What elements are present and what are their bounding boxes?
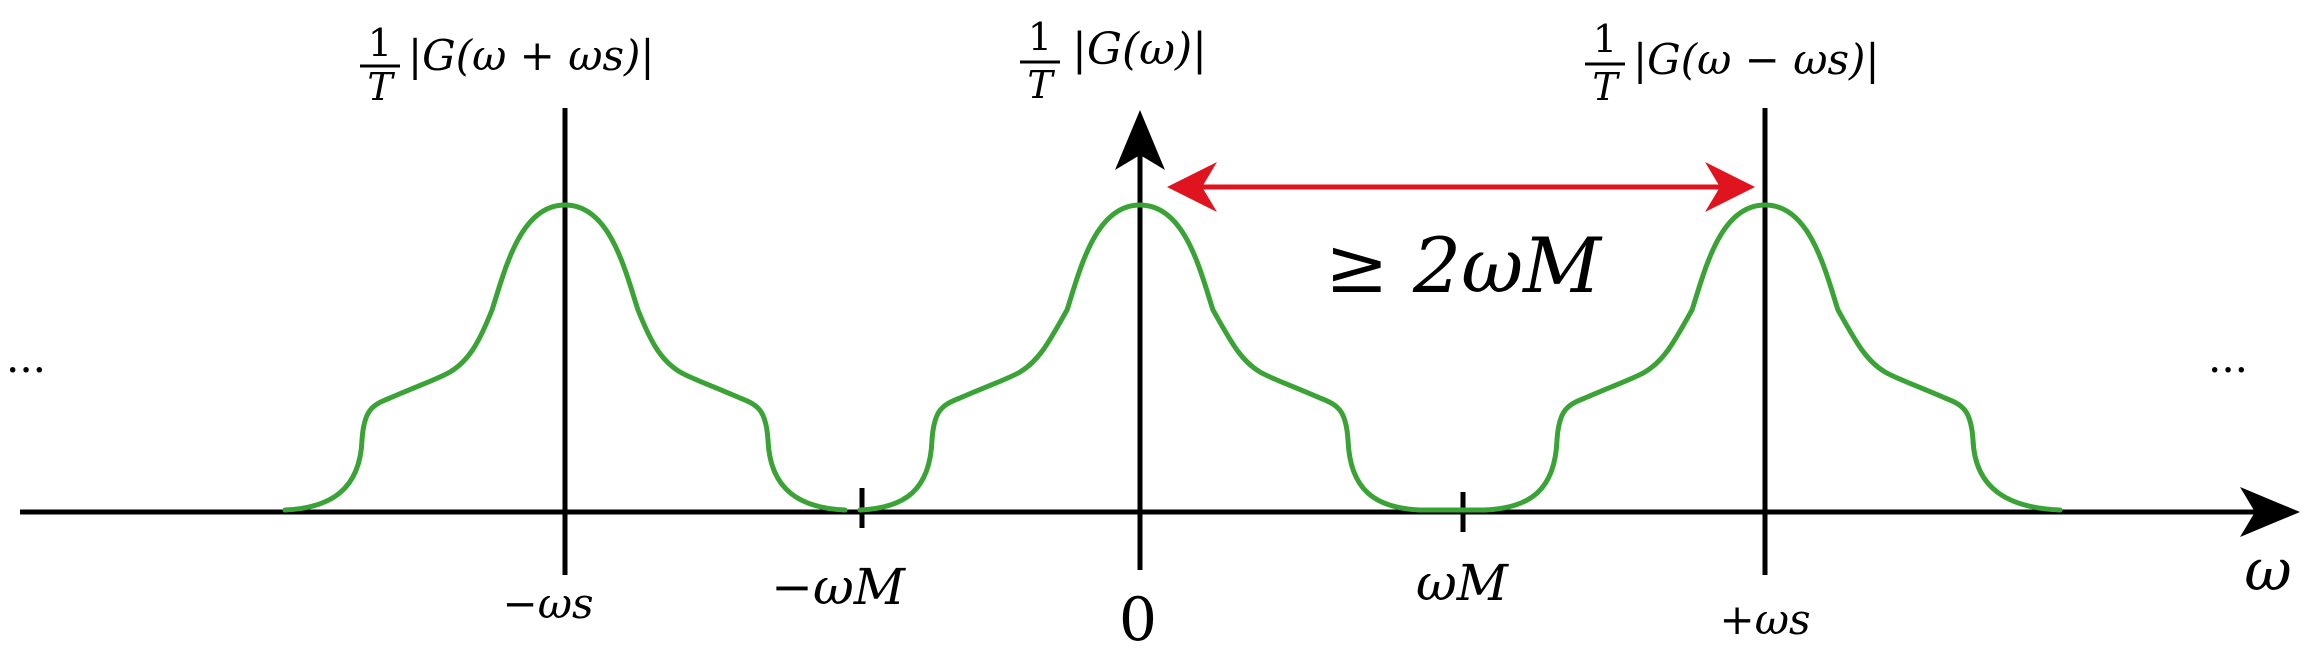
svg-text:1: 1	[368, 21, 392, 65]
svg-text:T: T	[1027, 63, 1055, 107]
axis-label-omega: ω	[2244, 536, 2291, 604]
tick-label-minus-ws: −ωs	[503, 579, 594, 628]
tick-label-zero: 0	[1119, 585, 1157, 655]
svg-text:1: 1	[1593, 17, 1617, 61]
spacing-label: ≥ 2ωM	[1325, 221, 1603, 310]
label-shifted-left: 1 T |G(ω + ωs)|	[360, 21, 655, 109]
svg-text:1: 1	[1028, 15, 1052, 59]
tick-label-wm: ωM	[1416, 554, 1510, 612]
ellipsis-right: ...	[2208, 333, 2248, 382]
spectrum-center	[857, 202, 1423, 513]
svg-text:T: T	[1592, 65, 1620, 109]
label-center: 1 T |G(ω)|	[1020, 15, 1207, 107]
svg-text:|G(ω + ωs)|: |G(ω + ωs)|	[408, 31, 655, 80]
svg-text:|G(ω)|: |G(ω)|	[1072, 24, 1207, 75]
spectrum-left	[282, 202, 848, 513]
ellipsis-left: ...	[6, 333, 46, 382]
label-shifted-right: 1 T |G(ω − ωs)|	[1585, 17, 1880, 109]
tick-label-plus-ws: +ωs	[1720, 595, 1811, 644]
spectrum-right	[1482, 202, 2063, 513]
svg-text:|G(ω − ωs)|: |G(ω − ωs)|	[1633, 35, 1880, 84]
svg-text:T: T	[367, 65, 395, 109]
tick-label-minus-wm: −ωM	[771, 558, 907, 616]
